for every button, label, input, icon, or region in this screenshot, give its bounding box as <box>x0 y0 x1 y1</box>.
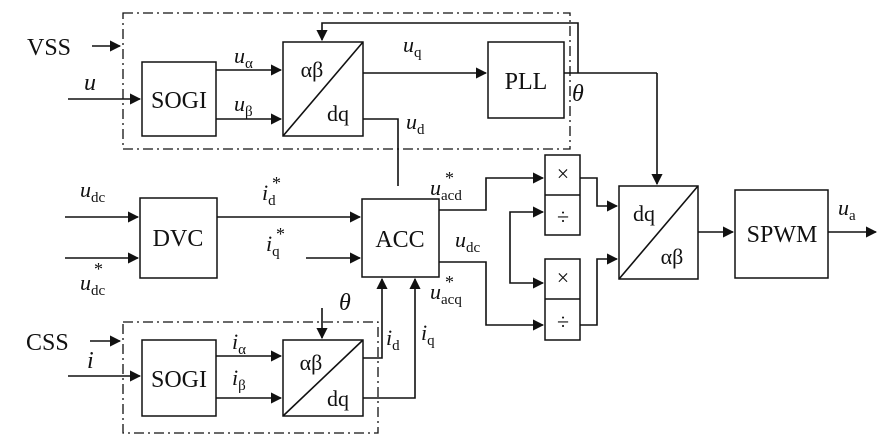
i-d-ref-star: * <box>272 173 281 193</box>
i-q-label: iq <box>421 320 435 349</box>
i-alpha-label: iα <box>232 329 246 358</box>
css-enclosure <box>122 321 379 434</box>
acc-label: ACC <box>375 227 424 253</box>
multiply-divide-top-block: × ÷ <box>544 154 581 236</box>
dq-to-alphabeta-block: dq αβ <box>618 185 699 280</box>
i-q-ref-star: * <box>276 224 285 244</box>
ab-dq-top-out-label: dq <box>327 101 349 126</box>
u-acq-ref-star: * <box>445 272 454 292</box>
u-acd-ref-star: * <box>445 168 454 188</box>
spwm-label: SPWM <box>747 222 818 248</box>
u-acd-ref-label: uacd <box>430 175 462 204</box>
u-dc-input-label: udc <box>80 177 106 206</box>
ab-dq-bot-in-label: αβ <box>300 350 323 375</box>
ab-dq-top-in-label: αβ <box>301 57 324 82</box>
acc-block: ACC <box>361 198 440 278</box>
u-a-output-label: ua <box>838 195 856 224</box>
multiply-divide-bottom-block: × ÷ <box>544 258 581 341</box>
dvc-label: DVC <box>153 226 204 252</box>
div-top-label: ÷ <box>557 204 569 229</box>
i-beta-label: iβ <box>232 365 246 394</box>
vss-label: VSS <box>27 35 71 61</box>
css-label: CSS <box>26 330 69 356</box>
vss-enclosure <box>122 12 571 150</box>
i-d-ref-label: id <box>262 180 276 209</box>
i-d-label: id <box>386 325 400 354</box>
u-dc-ref-label: udc <box>80 270 106 299</box>
u-d-label: ud <box>406 109 425 138</box>
sogi-voltage-block: SOGI <box>141 61 217 137</box>
u-beta-label: uβ <box>234 91 253 120</box>
i-q-ref-label: iq <box>266 231 280 260</box>
spwm-block: SPWM <box>734 189 829 279</box>
wires <box>65 22 878 404</box>
sogi-current-label: SOGI <box>151 367 207 393</box>
sogi-current-block: SOGI <box>141 339 217 417</box>
u-input-label: u <box>84 70 96 96</box>
alphabeta-to-dq-bottom-block: αβ dq <box>282 339 364 417</box>
dvc-block: DVC <box>139 197 218 279</box>
i-input-label: i <box>87 348 94 374</box>
u-q-label: uq <box>403 32 422 61</box>
mult-top-label: × <box>557 161 569 186</box>
dq-ab-out-label: αβ <box>661 244 684 269</box>
theta-top-label: θ <box>572 81 584 107</box>
sogi-voltage-label: SOGI <box>151 88 207 114</box>
mult-bot-label: × <box>557 265 569 290</box>
theta-bottom-label: θ <box>339 290 351 316</box>
u-dc-mid-label: udc <box>455 227 481 256</box>
alphabeta-to-dq-top-block: αβ dq <box>282 41 364 137</box>
div-bot-label: ÷ <box>557 309 569 334</box>
ab-dq-bot-out-label: dq <box>327 386 349 411</box>
u-acq-ref-label: uacq <box>430 279 462 308</box>
pll-label: PLL <box>505 69 548 95</box>
u-alpha-label: uα <box>234 43 253 72</box>
u-dc-ref-star: * <box>94 259 103 279</box>
pll-block: PLL <box>487 41 565 119</box>
dq-ab-in-label: dq <box>633 201 655 226</box>
